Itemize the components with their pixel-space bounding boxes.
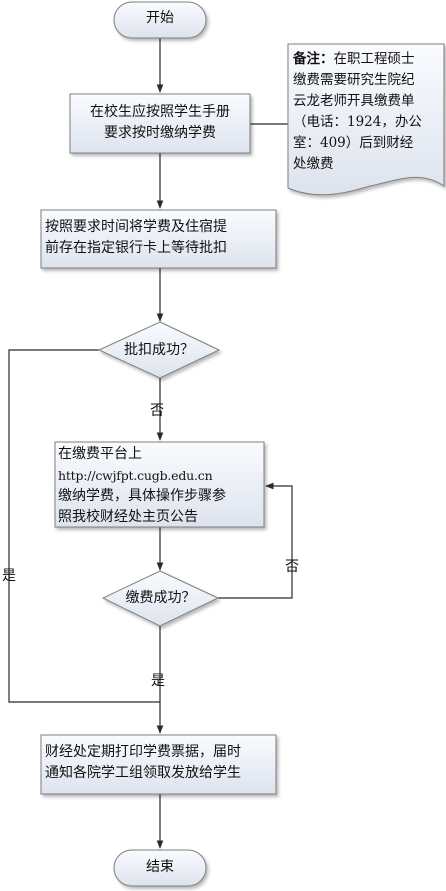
note-line-3: 云龙老师开具缴费单 <box>293 93 415 109</box>
step3-text: 在缴费平台上 http://cwjfpt.cugb.edu.cn 缴纳学费，具体… <box>58 444 263 528</box>
arrow-yes1-to-step4 <box>8 349 160 703</box>
note-title: 备注： <box>293 51 334 67</box>
step3-line-1: 在缴费平台上 <box>58 446 142 462</box>
step2-line-2: 前存在指定银行卡上等待批扣 <box>45 240 227 256</box>
note-line-6: 处缴费 <box>293 156 334 172</box>
step2-text: 按照要求时间将学费及住宿提 前存在指定银行卡上等待批扣 <box>45 217 275 259</box>
step1-line-1: 在校生应按照学生手册 <box>90 104 230 120</box>
note-document <box>287 43 445 196</box>
step3-line-4: 照我校财经处主页公告 <box>58 509 198 525</box>
step1-line-2: 要求按时缴纳学费 <box>104 125 216 141</box>
step3-line-2-url: http://cwjfpt.cugb.edu.cn <box>58 468 213 483</box>
decision1-yes-label: 是 <box>2 568 16 584</box>
step2-box <box>40 209 277 269</box>
note-line-1: 备注：在职工程硕士 <box>293 49 443 70</box>
decision1-label: 批扣成功？ <box>124 342 194 358</box>
note-line-1-text: 在职工程硕士 <box>333 51 415 67</box>
step1-text: 在校生应按照学生手册 要求按时缴纳学费 <box>70 102 250 144</box>
end-label: 结束 <box>146 859 174 875</box>
step4-line-2: 通知各院学工组领取发放给学生 <box>45 765 241 781</box>
step4-box <box>40 734 277 795</box>
decision2-diamond <box>101 570 220 627</box>
note-line-5: 室：409）后到财经 <box>293 135 414 151</box>
start-label: 开始 <box>146 10 174 26</box>
decision1-no-label: 否 <box>150 403 164 419</box>
step3-box <box>54 441 265 528</box>
decision2-label: 缴费成功？ <box>125 590 196 606</box>
step4-line-1: 财经处定期打印学费票据，届时 <box>45 744 241 760</box>
decision1-diamond <box>97 321 221 379</box>
decision2-yes-label: 是 <box>151 673 165 689</box>
step2-line-1: 按照要求时间将学费及住宿提 <box>45 219 227 235</box>
step1-box <box>69 93 251 154</box>
note-line-4: （电话：1924，办公 <box>293 114 422 130</box>
note-line-2: 缴费需要研究生院纪 <box>293 72 415 88</box>
start-terminator <box>113 1 207 39</box>
decision2-no-label: 否 <box>285 559 299 575</box>
step4-text: 财经处定期打印学费票据，届时 通知各院学工组领取发放给学生 <box>45 742 275 784</box>
note-text: 备注：在职工程硕士 缴费需要研究生院纪 云龙老师开具缴费单 （电话：1924，办… <box>293 49 443 175</box>
end-terminator <box>113 849 207 887</box>
arrow-no2-loop-back <box>218 482 293 599</box>
step3-line-3: 缴纳学费，具体操作步骤参 <box>58 488 226 504</box>
